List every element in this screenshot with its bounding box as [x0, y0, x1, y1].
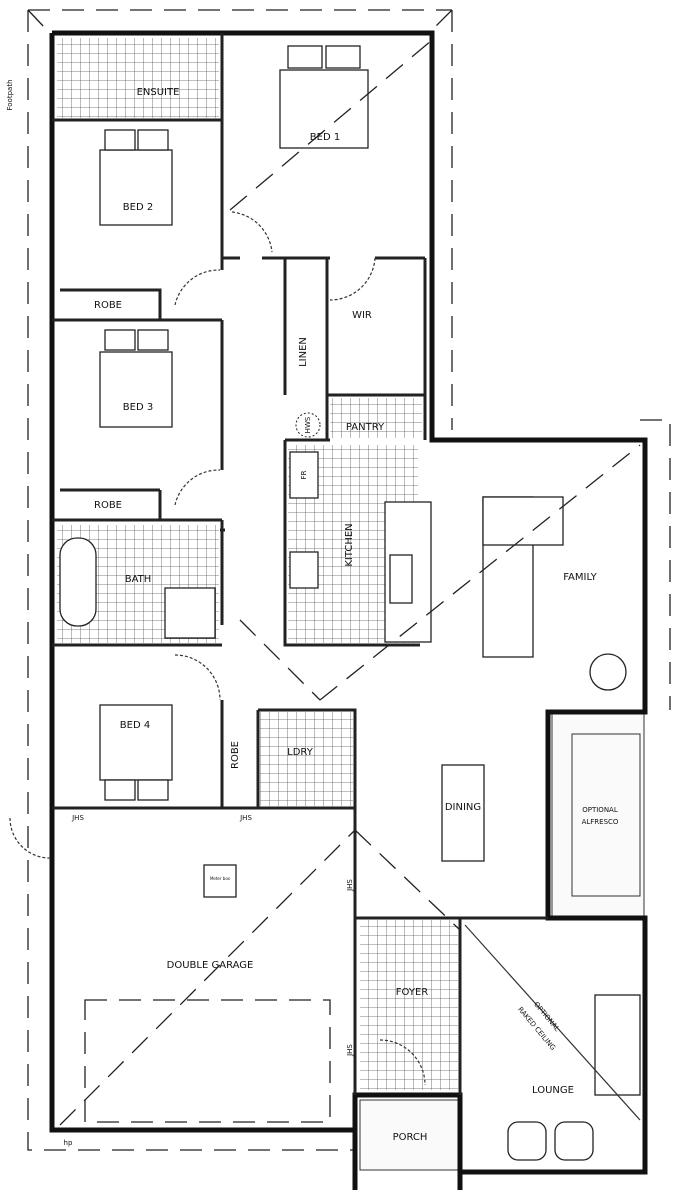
raked-ceiling-line — [464, 924, 641, 1121]
room-label-porch: PORCH — [393, 1132, 428, 1143]
lot-boundary — [27, 9, 671, 1151]
bed-icons — [99, 45, 369, 801]
jhs-label: JHS — [346, 879, 354, 892]
hp-label: hp — [64, 1139, 73, 1147]
meter-box-icon — [203, 864, 237, 898]
chair-icon — [507, 1121, 547, 1161]
ceiling-diagonals — [59, 39, 641, 1126]
bathtub-icon — [59, 537, 97, 627]
room-label-foyer: FOYER — [396, 987, 429, 998]
room-label-robe3: ROBE — [94, 500, 122, 511]
jhs-label: JHS — [346, 1044, 354, 1057]
room-label-robe2: ROBE — [94, 300, 122, 311]
room-label-linen: LINEN — [298, 337, 309, 367]
room-label-bath: BATH — [125, 574, 152, 585]
room-label-garage: DOUBLE GARAGE — [167, 960, 254, 971]
footpath-label: Footpath — [6, 79, 14, 110]
jhs-label: JHS — [239, 814, 252, 822]
room-label-family: FAMILY — [563, 572, 597, 583]
fridge-space — [289, 451, 319, 499]
cooktop-icon — [289, 551, 319, 589]
room-label-dining: DINING — [445, 802, 481, 813]
room-label-bed2: BED 2 — [123, 202, 153, 213]
car-space — [84, 999, 331, 1123]
room-label-laundry: LDRY — [287, 747, 314, 758]
room-label-ensuite: ENSUITE — [137, 87, 180, 98]
room-label-pantry: PANTRY — [346, 422, 385, 433]
room-label-alfresco-2: ALFRESCO — [582, 818, 619, 826]
hws-icon — [295, 412, 321, 438]
alfresco-area — [551, 713, 645, 917]
jhs-label: JHS — [71, 814, 84, 822]
chair-icon — [554, 1121, 594, 1161]
armchair-icon — [589, 653, 627, 691]
room-label-fridge: FR — [300, 470, 308, 479]
sofa-arm — [482, 496, 564, 546]
room-label-kitchen: KITCHEN — [344, 523, 355, 566]
room-label-bed4: BED 4 — [120, 720, 150, 731]
lounge-sofa-icon — [594, 994, 641, 1096]
room-label-wir: WIR — [352, 310, 372, 321]
door-swings — [9, 211, 426, 1086]
room-label-bed3: BED 3 — [123, 402, 153, 413]
room-label-hws: HWS — [304, 416, 312, 433]
room-label-lounge: LOUNGE — [532, 1085, 574, 1096]
meter-box-label: Meter box — [210, 876, 231, 881]
external-walls — [49, 30, 648, 1190]
room-label-alfresco-1: OPTIONAL — [582, 806, 618, 814]
room-label-bed1: BED 1 — [310, 132, 340, 143]
room-label-raked-2: RAKED CEILING — [516, 1005, 557, 1052]
alfresco-inner — [571, 733, 641, 897]
sink-icon — [389, 554, 413, 604]
dining-table-icon — [441, 764, 485, 862]
room-label-robe4: ROBE — [230, 741, 241, 769]
shower-icon — [164, 587, 216, 639]
internal-walls — [52, 33, 548, 1095]
